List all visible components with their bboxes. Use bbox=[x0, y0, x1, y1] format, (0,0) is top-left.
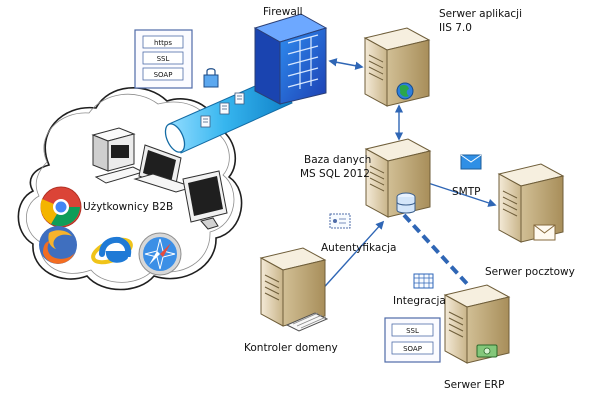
mail-icon bbox=[533, 224, 556, 241]
ssl-protocol-box bbox=[142, 51, 184, 65]
erp-ssl-label: SSL bbox=[406, 327, 419, 335]
b2b-cloud-shadow bbox=[26, 93, 235, 283]
https-label: https bbox=[154, 39, 172, 47]
erp-server-label: Serwer ERP bbox=[444, 379, 504, 391]
smtp-label: SMTP bbox=[452, 186, 480, 198]
monitor-icon bbox=[182, 170, 228, 230]
grid-icon bbox=[413, 273, 434, 289]
ssl-label: SSL bbox=[157, 55, 170, 63]
app-server-label-line-2: IIS 7.0 bbox=[439, 22, 472, 34]
safari-icon bbox=[138, 232, 182, 276]
database-to-mail-connector bbox=[424, 181, 497, 207]
database-label-line-2: MS SQL 2012 bbox=[300, 168, 370, 180]
packet-icon-1 bbox=[200, 115, 211, 128]
domain-controller-server-icon bbox=[260, 247, 329, 332]
erp-soap-label: SOAP bbox=[403, 345, 422, 353]
erp-soap-protocol-box bbox=[391, 341, 434, 355]
cash-icon bbox=[476, 344, 498, 358]
firefox-icon bbox=[39, 226, 77, 264]
mail-server-label: Serwer pocztowy bbox=[485, 266, 575, 278]
database-to-erp-dashed-connector bbox=[402, 213, 472, 289]
firewall-label: Firewall bbox=[263, 6, 303, 18]
integration-label: Integracja bbox=[393, 295, 446, 307]
certificate-icon bbox=[329, 213, 351, 229]
packet-icon-3 bbox=[234, 92, 245, 105]
app-server-label-line-1: Serwer aplikacji bbox=[439, 8, 522, 20]
domain-controller-label: Kontroler domeny bbox=[244, 342, 338, 354]
keyboard-icon bbox=[285, 312, 329, 332]
erp-protocol-stack: SSL SOAP bbox=[384, 317, 441, 363]
soap-protocol-box bbox=[142, 67, 184, 81]
database-server-icon bbox=[365, 138, 431, 218]
firewall-icon bbox=[253, 13, 328, 105]
https-protocol-box bbox=[142, 35, 184, 49]
smtp-mail-icon bbox=[460, 154, 482, 170]
chrome-icon bbox=[40, 186, 82, 228]
database-icon bbox=[396, 192, 416, 214]
client-protocol-stack: https SSL SOAP bbox=[134, 29, 193, 89]
globe-icon bbox=[396, 82, 414, 100]
database-label-line-1: Baza danych bbox=[304, 154, 371, 166]
soap-label: SOAP bbox=[154, 71, 173, 79]
internet-explorer-icon bbox=[91, 236, 133, 265]
mail-server-icon bbox=[498, 163, 564, 243]
firewall-to-app-server-connector bbox=[328, 58, 364, 70]
erp-server-icon bbox=[444, 284, 510, 364]
app-server-icon bbox=[364, 27, 430, 107]
b2b-users-label: Użytkownicy B2B bbox=[83, 201, 173, 213]
authentication-label: Autentyfikacja bbox=[321, 242, 396, 254]
packet-icon-2 bbox=[219, 102, 230, 115]
laptop-icon bbox=[133, 144, 195, 193]
lock-icon bbox=[203, 68, 219, 88]
erp-ssl-protocol-box bbox=[391, 323, 434, 337]
